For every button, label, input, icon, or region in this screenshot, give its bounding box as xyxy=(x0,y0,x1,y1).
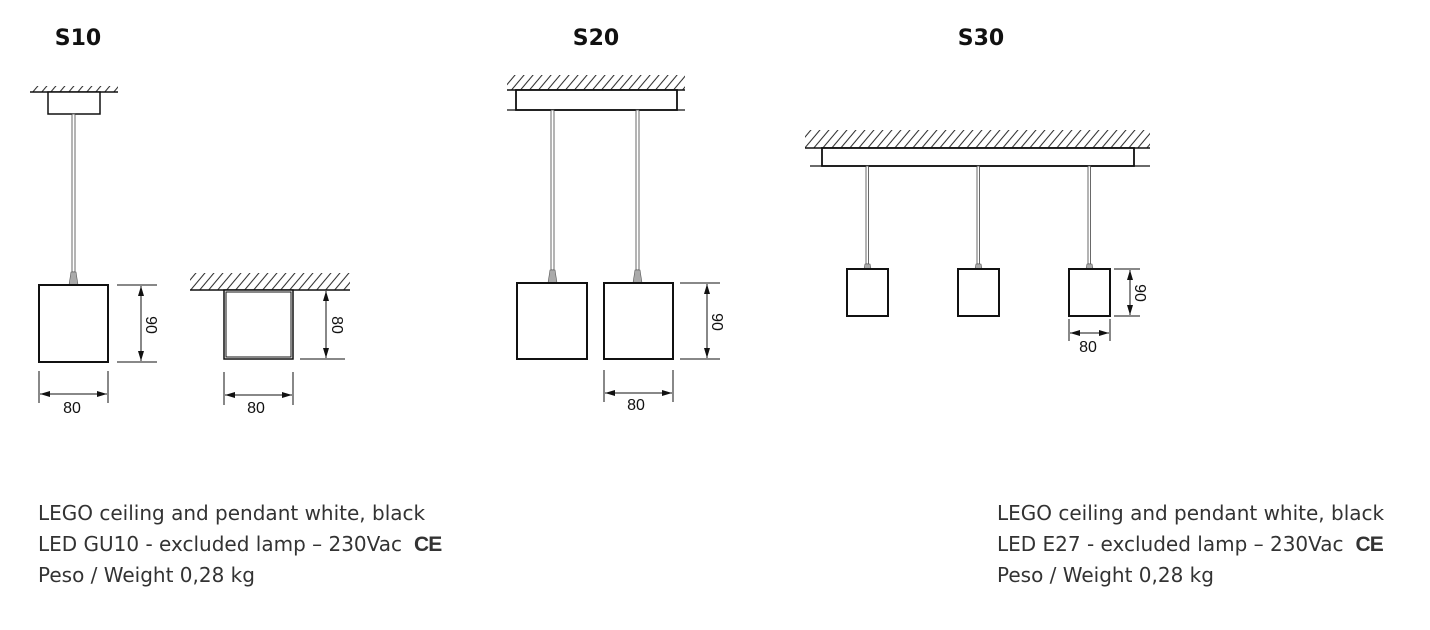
ce-mark-icon: CE xyxy=(1355,532,1384,556)
s10-ceiling-drawing xyxy=(190,273,350,405)
ceiling-hatch xyxy=(507,75,685,90)
s30-drawing xyxy=(805,130,1150,341)
canopy xyxy=(47,91,101,115)
description-line: LEGO ceiling and pendant white, black xyxy=(38,501,426,525)
s20-drawing xyxy=(507,75,720,402)
ce-mark-icon: CE xyxy=(414,532,442,556)
ceiling-height-label: 80 xyxy=(328,316,345,334)
s20-width-label: 80 xyxy=(627,397,645,414)
description-left: LEGO ceiling and pendant white, black LE… xyxy=(38,498,442,591)
s20-height-label: 90 xyxy=(708,313,725,331)
s10-height-label: 90 xyxy=(142,316,159,334)
ceiling-hatch xyxy=(805,130,1150,148)
description-line: LEGO ceiling and pendant white, black xyxy=(997,501,1385,525)
s30-width-label: 80 xyxy=(1079,339,1097,356)
ceiling-hatch xyxy=(190,273,350,290)
variant-title-s10: S10 xyxy=(54,26,102,51)
ceiling-width-label: 80 xyxy=(247,400,265,417)
lamp-box xyxy=(38,284,109,363)
variant-title-s30: S30 xyxy=(957,26,1005,51)
cord xyxy=(71,113,76,273)
s30-height-label: 90 xyxy=(1131,284,1148,302)
s10-pendant-drawing xyxy=(30,86,157,403)
description-right: LEGO ceiling and pendant white, black LE… xyxy=(997,498,1384,591)
description-line: LED E27 - excluded lamp – 230Vac xyxy=(997,531,1344,556)
description-line: LED GU10 - excluded lamp – 230Vac xyxy=(38,531,403,556)
s10-width-label: 80 xyxy=(63,400,81,417)
description-line: Peso / Weight 0,28 kg xyxy=(38,563,255,587)
ceiling-hatch xyxy=(30,86,118,92)
variant-title-s20: S20 xyxy=(572,26,620,51)
description-line: Peso / Weight 0,28 kg xyxy=(997,563,1214,587)
